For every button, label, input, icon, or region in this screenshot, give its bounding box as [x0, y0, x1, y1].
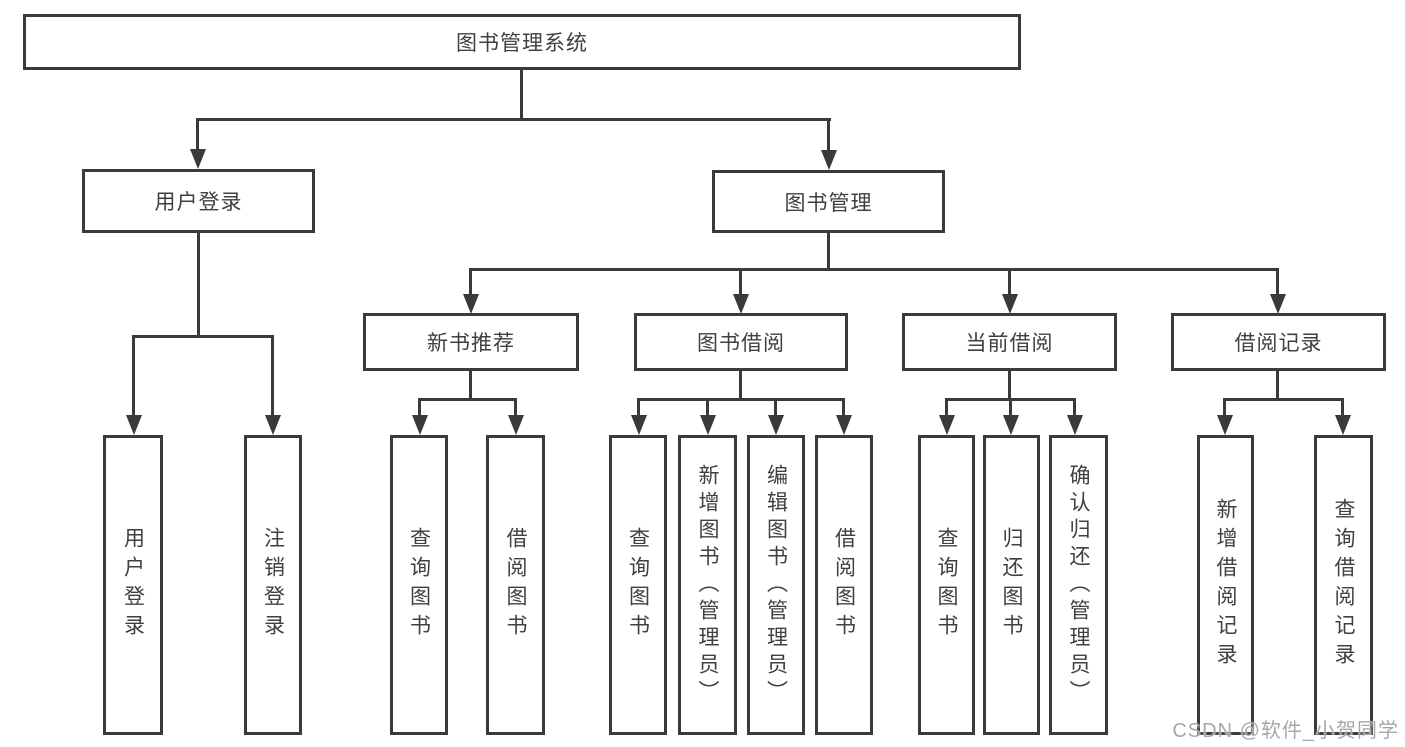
node-label: 查询图书 [626, 527, 650, 643]
connector-stem [271, 335, 274, 416]
node-label: 借阅记录 [1234, 332, 1323, 355]
node-leaf-borrow-book-1: 借阅图书 [486, 435, 545, 735]
node-label: 图书管理系统 [456, 32, 588, 55]
node-leaf-query-borrow-record: 查询借阅记录 [1314, 435, 1373, 735]
node-leaf-query-book-3: 查询图书 [918, 435, 975, 735]
connector-stem [1008, 268, 1011, 296]
node-label: 归还图书 [1000, 527, 1023, 643]
node-book-management: 图书管理 [712, 170, 945, 233]
arrowhead-icon [463, 294, 479, 314]
node-label: 查询借阅记录 [1332, 498, 1355, 672]
node-book-borrow: 图书借阅 [634, 313, 848, 371]
arrowhead-icon [836, 415, 852, 435]
node-label: 查询图书 [407, 527, 431, 643]
node-label: 当前借阅 [965, 332, 1054, 355]
connector-stem [469, 268, 472, 296]
connector-stem [827, 233, 830, 271]
arrowhead-icon [265, 415, 281, 435]
connector-stem [196, 118, 199, 151]
arrowhead-icon [508, 415, 524, 435]
node-label: 借阅图书 [504, 527, 527, 643]
arrowhead-icon [1002, 294, 1018, 314]
connector-stem [827, 118, 830, 151]
connector-stem [774, 398, 777, 416]
node-label: 编辑图书（管理员） [764, 463, 788, 707]
node-leaf-query-book-2: 查询图书 [609, 435, 667, 735]
arrowhead-icon [733, 294, 749, 314]
node-leaf-query-book-1: 查询图书 [390, 435, 448, 735]
node-label: 图书管理 [784, 191, 873, 215]
arrowhead-icon [126, 415, 142, 435]
connector-stem [739, 268, 742, 296]
connector-stem [514, 398, 517, 416]
arrowhead-icon [1003, 415, 1019, 435]
node-current-borrow: 当前借阅 [902, 313, 1117, 371]
connector-stem [1009, 398, 1012, 416]
connector-stem [1223, 398, 1226, 416]
node-root: 图书管理系统 [23, 14, 1021, 70]
node-label: 新增借阅记录 [1214, 498, 1237, 672]
node-leaf-confirm-return-admin: 确认归还（管理员） [1049, 435, 1108, 735]
connector-stem [739, 371, 742, 401]
arrowhead-icon [631, 415, 647, 435]
arrowhead-icon [821, 150, 837, 170]
node-label: 新增图书（管理员） [696, 463, 719, 707]
node-label: 确认归还（管理员） [1067, 463, 1090, 707]
arrowhead-icon [1335, 415, 1351, 435]
arrowhead-icon [768, 415, 784, 435]
connector-stem [1276, 371, 1279, 401]
node-label: 借阅图书 [832, 527, 856, 643]
node-new-book-recommend: 新书推荐 [363, 313, 579, 371]
connector-stem [637, 398, 640, 416]
connector-root-split [196, 118, 831, 121]
arrowhead-icon [1217, 415, 1233, 435]
node-label: 新书推荐 [427, 332, 515, 355]
connector-stem [945, 398, 948, 416]
connector-stem [197, 233, 200, 338]
connector-split [469, 268, 1279, 271]
node-leaf-borrow-book-2: 借阅图书 [815, 435, 873, 735]
connector-stem [469, 371, 472, 401]
arrowhead-icon [1270, 294, 1286, 314]
connector-split [418, 398, 517, 401]
node-leaf-return-book: 归还图书 [983, 435, 1040, 735]
node-user-login-group: 用户登录 [82, 169, 315, 233]
node-leaf-logout: 注销登录 [244, 435, 302, 735]
connector-stem [1073, 398, 1076, 416]
connector-stem [1276, 268, 1279, 296]
arrowhead-icon [412, 415, 428, 435]
arrowhead-icon [939, 415, 955, 435]
connector-stem [418, 398, 421, 416]
node-label: 查询图书 [935, 527, 958, 643]
connector-split [132, 335, 274, 338]
arrowhead-icon [1067, 415, 1083, 435]
arrowhead-icon [190, 149, 206, 169]
node-label: 用户登录 [154, 191, 243, 214]
node-leaf-add-book-admin: 新增图书（管理员） [678, 435, 737, 735]
node-label: 图书借阅 [697, 332, 785, 355]
connector-stem [1341, 398, 1344, 416]
connector-stem [842, 398, 845, 416]
connector-stem [706, 398, 709, 416]
connector-root-stem [520, 70, 523, 118]
node-leaf-add-borrow-record: 新增借阅记录 [1197, 435, 1254, 735]
node-borrow-record: 借阅记录 [1171, 313, 1386, 371]
arrowhead-icon [700, 415, 716, 435]
connector-stem [132, 335, 135, 416]
node-label: 注销登录 [261, 527, 285, 643]
connector-split [1223, 398, 1344, 401]
node-leaf-user-login: 用户登录 [103, 435, 163, 735]
node-leaf-edit-book-admin: 编辑图书（管理员） [747, 435, 805, 735]
connector-split [637, 398, 845, 401]
csdn-watermark: CSDN @软件_小贺同学 [1172, 720, 1399, 742]
connector-stem [1008, 371, 1011, 401]
node-label: 用户登录 [121, 527, 145, 643]
